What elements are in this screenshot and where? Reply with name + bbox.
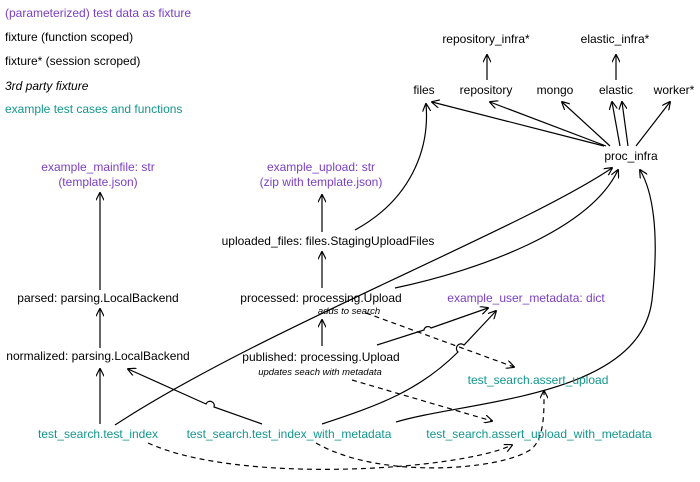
edge-proc-infra-to-files — [432, 102, 605, 147]
node-elastic-infra: elastic_infra* — [580, 32, 650, 46]
legend-test-data: (parameterized) test data as fixture — [5, 6, 192, 20]
edge-test-index-to-proc-infra — [114, 168, 612, 426]
node-assert-upload-with-metadata: test_search.assert_upload_with_metadata — [426, 427, 652, 441]
node-parsed: parsed: parsing.LocalBackend — [17, 291, 179, 305]
label-updates-search: updates seach with metadata — [258, 367, 382, 378]
node-repository: repository — [459, 83, 513, 97]
edge-uploaded-to-files — [354, 104, 426, 231]
node-files: files — [413, 83, 435, 97]
edge-test-index-with-metadata-to-normalized — [128, 369, 263, 425]
node-uploaded-files: uploaded_files: files.StagingUploadFiles — [221, 234, 435, 248]
node-example-upload-note: (zip with template.json) — [259, 175, 383, 189]
legend-function-fixture: fixture (function scoped) — [5, 30, 134, 44]
dashed-published-to-assert-upload-with-metadata — [351, 379, 492, 421]
node-test-index-with-metadata: test_search.test_index_with_metadata — [186, 427, 392, 441]
node-published: published: processing.Upload — [242, 350, 400, 364]
edge-test-index-with-metadata-to-user-metadata — [321, 311, 496, 425]
edge-proc-infra-to-mongo — [562, 102, 611, 147]
node-example-mainfile-note: (template.json) — [58, 175, 138, 189]
edge-proc-infra-to-elastic — [612, 102, 621, 147]
node-worker: worker* — [653, 83, 695, 97]
node-assert-upload: test_search.assert_upload — [467, 373, 609, 387]
node-test-index: test_search.test_index — [37, 427, 159, 441]
node-elastic: elastic — [598, 83, 634, 97]
node-example-upload: example_upload: str — [266, 160, 376, 174]
node-example-user-metadata: example_user_metadata: dict — [447, 291, 605, 305]
edge-proc-infra-to-repository — [490, 102, 607, 147]
node-normalized: normalized: parsing.LocalBackend — [6, 349, 190, 363]
edge-test-index-with-metadata-to-proc-infra — [395, 170, 656, 423]
dashed-test-index-with-metadata-to-assert-upload — [315, 391, 544, 469]
legend-third-party-fixture: 3rd party fixture — [5, 79, 89, 93]
node-proc-infra: proc_infra — [604, 149, 658, 163]
edge-proc-infra-to-elastic-2 — [622, 102, 629, 147]
legend-session-fixture: fixture* (session scroped) — [5, 54, 141, 68]
legend-test-cases: example test cases and functions — [5, 102, 183, 116]
node-repository-infra: repository_infra* — [442, 32, 530, 46]
edge-proc-infra-to-worker — [635, 102, 670, 147]
edge-processed-to-proc-infra — [394, 170, 618, 289]
label-adds-to-search: adds to search — [317, 306, 381, 317]
edge-published-to-user-metadata — [376, 308, 488, 346]
node-processed: processed: processing.Upload — [240, 291, 402, 305]
node-mongo: mongo — [536, 83, 574, 97]
node-example-mainfile: example_mainfile: str — [41, 160, 155, 174]
dashed-test-index-to-assert-upload-with-metadata — [147, 442, 512, 470]
